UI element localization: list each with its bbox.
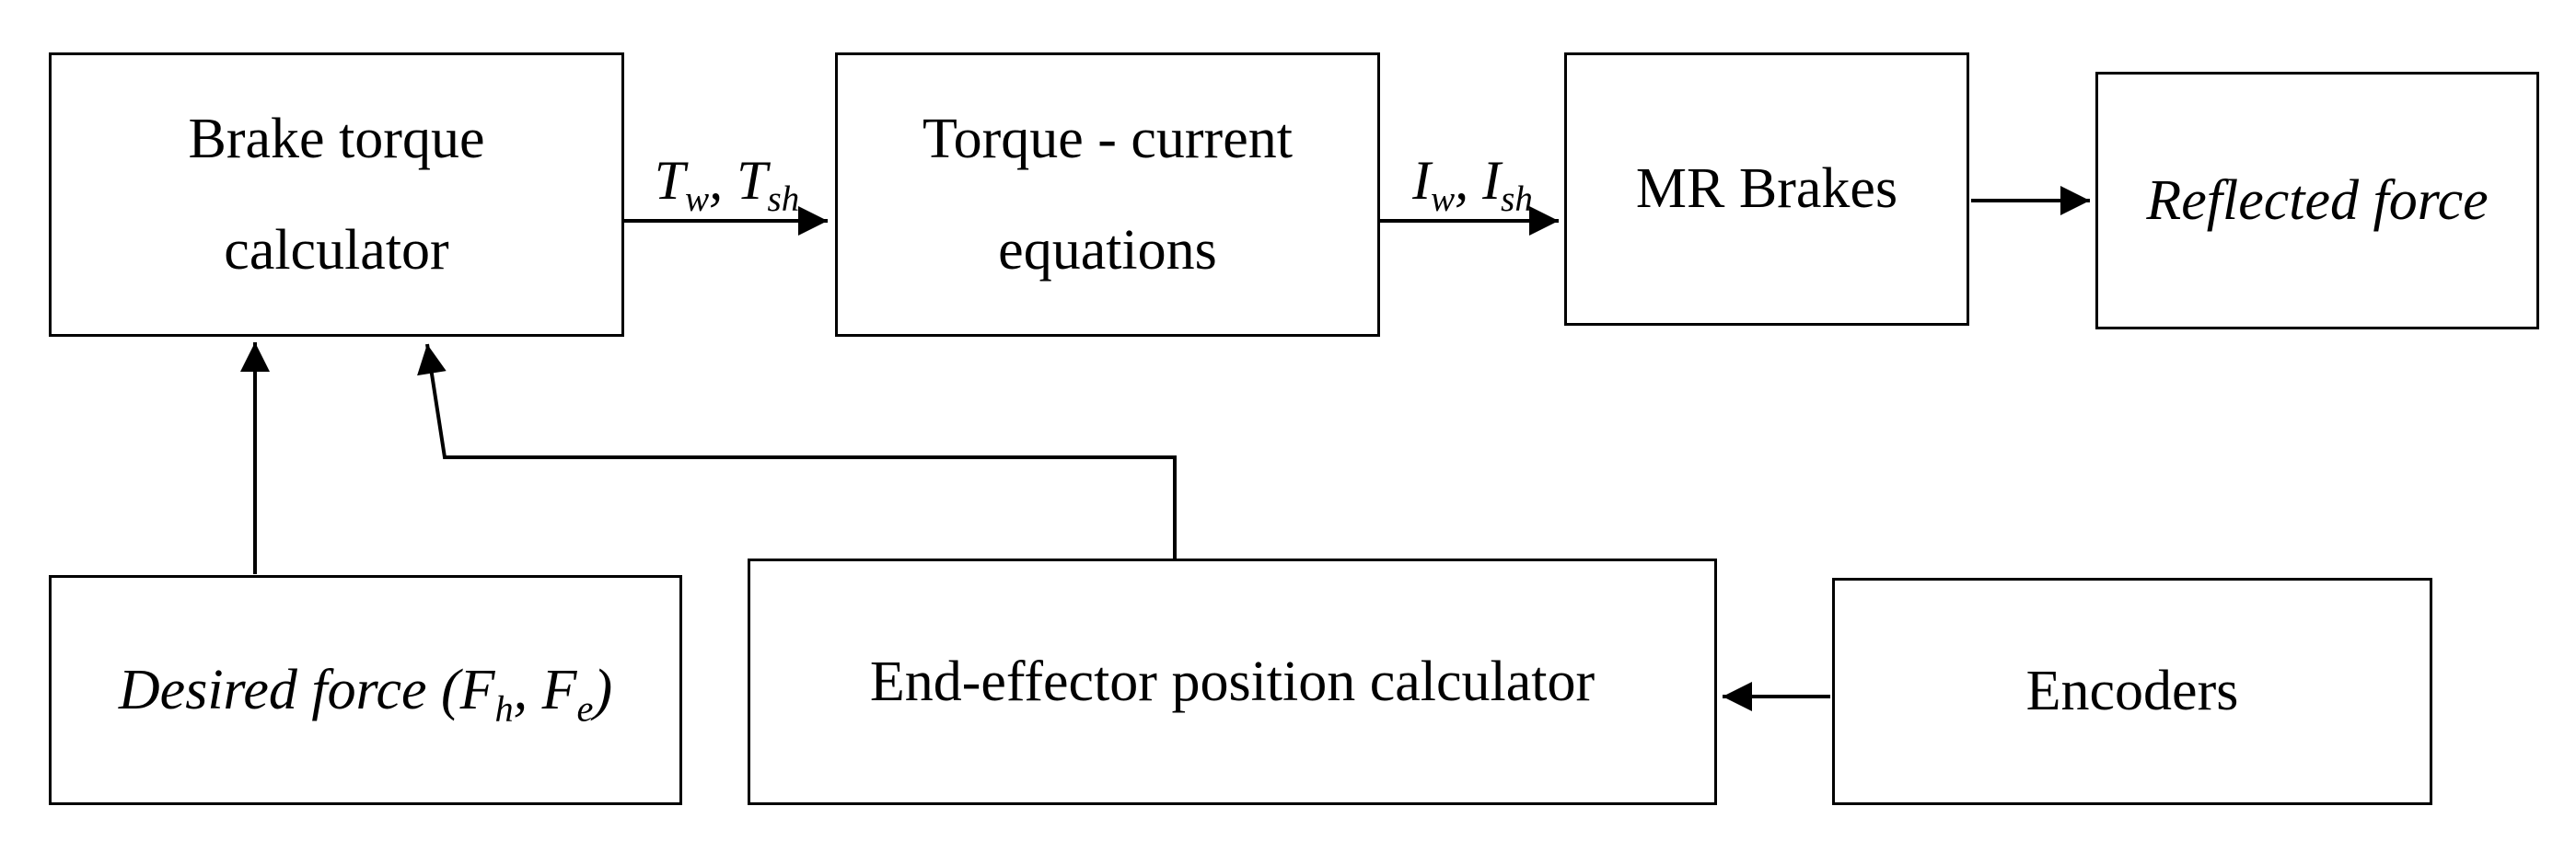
mr-brakes-label: MR Brakes	[1635, 157, 1898, 221]
torque-current-equations-label: Torque - current equations	[922, 107, 1293, 282]
brake-torque-calculator-label: Brake torque calculator	[188, 107, 485, 282]
mr-brakes-box: MR Brakes	[1564, 52, 1969, 326]
encoders-box: Encoders	[1832, 578, 2432, 805]
desired-force-label: Desired force (Fh, Fe)	[118, 658, 613, 730]
reflected-force-box: Reflected force	[2095, 72, 2539, 329]
torque-signals-label: Tw, Tsh	[654, 150, 800, 219]
end-effector-position-calculator-label: End-effector position calculator	[869, 650, 1595, 713]
torque-current-equations-box: Torque - current equations	[835, 52, 1380, 337]
encoders-label: Encoders	[2025, 660, 2239, 723]
arrow-end-effector-to-brake	[417, 343, 1177, 559]
reflected-force-label: Reflected force	[2146, 168, 2489, 232]
end-effector-position-calculator-box: End-effector position calculator	[748, 559, 1717, 805]
current-signals-label: Iw, Ish	[1412, 150, 1533, 219]
brake-torque-calculator-box: Brake torque calculator	[49, 52, 624, 337]
desired-force-box: Desired force (Fh, Fe)	[49, 575, 682, 805]
